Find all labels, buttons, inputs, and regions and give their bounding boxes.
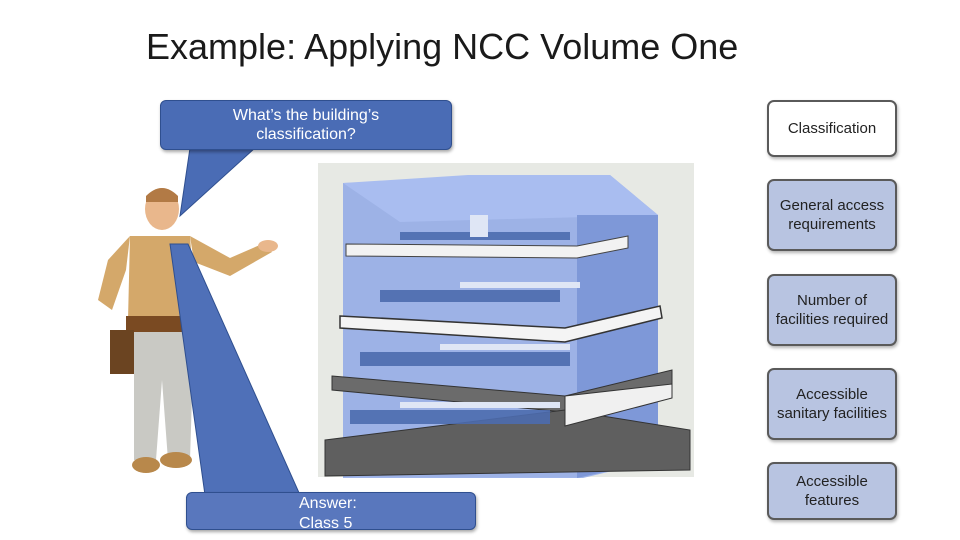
step-classification[interactable]: Classification: [767, 100, 897, 157]
question-line-2: classification?: [256, 126, 356, 143]
office-building-illustration: [318, 163, 694, 478]
step-label: Accessible features: [796, 473, 868, 509]
answer-line-1: Answer:: [299, 495, 357, 512]
slide-title: Example: Applying NCC Volume One: [146, 26, 739, 67]
speech-tail-top: [179, 147, 257, 218]
step-label: General access requirements: [779, 197, 885, 233]
step-label: Classification: [787, 120, 877, 137]
step-number-of-facilities[interactable]: Number of facilities required: [767, 274, 897, 346]
step-accessible-features[interactable]: Accessible features: [767, 462, 897, 520]
question-line-1: What’s the building’s: [232, 107, 380, 124]
question-callout: What’s the building’s classification?: [160, 100, 452, 150]
answer-line-2: Class 5: [299, 515, 353, 532]
step-general-access[interactable]: General access requirements: [767, 179, 897, 251]
step-label: Number of facilities required: [775, 292, 889, 328]
step-label: Accessible sanitary facilities: [776, 386, 888, 422]
step-accessible-sanitary[interactable]: Accessible sanitary facilities: [767, 368, 897, 440]
answer-callout: Answer: Class 5: [186, 492, 476, 532]
